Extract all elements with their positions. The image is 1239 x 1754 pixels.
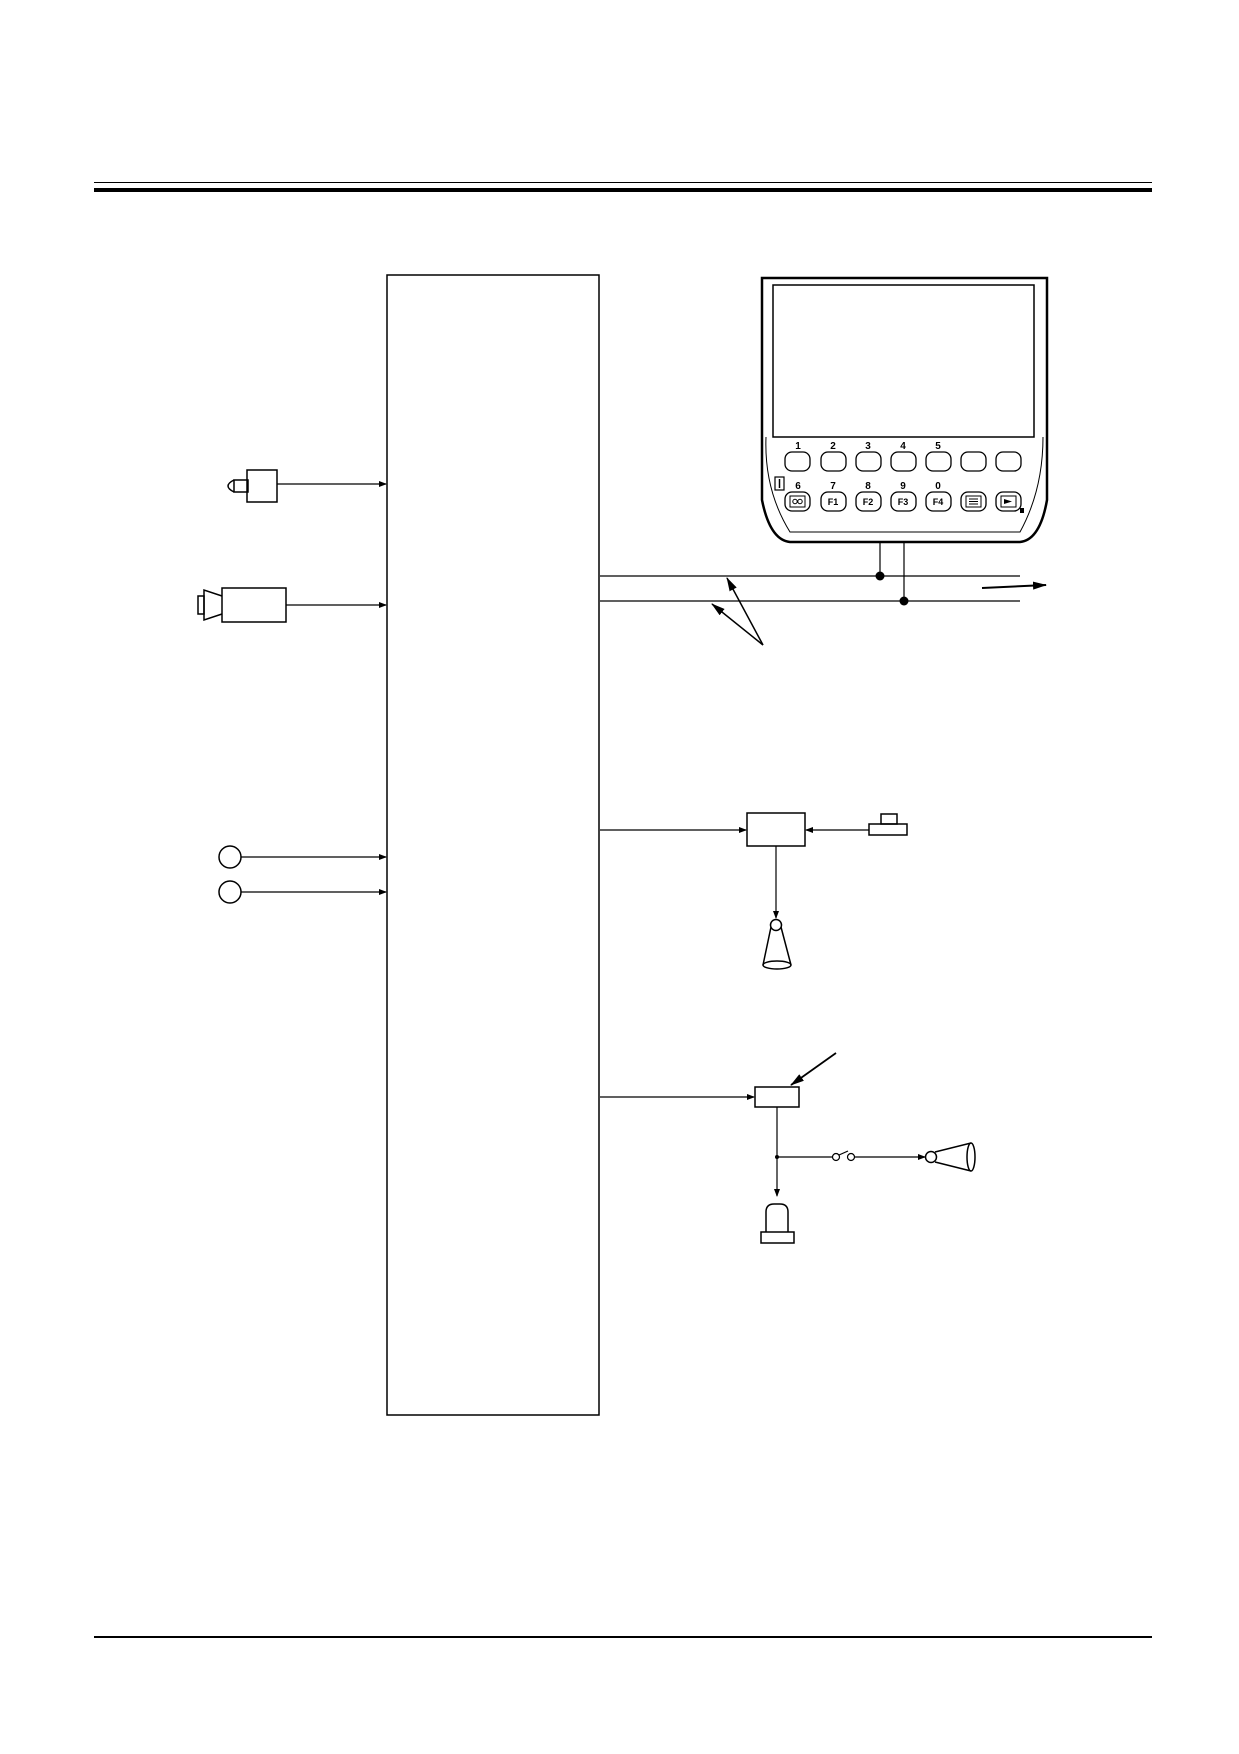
key-label: F1 <box>828 497 839 507</box>
key-number: 2 <box>830 441 836 452</box>
footer-rule <box>94 1636 1152 1638</box>
list-icon <box>965 495 982 508</box>
controller-block <box>386 274 600 1416</box>
monitor-key[interactable] <box>890 451 917 472</box>
monitor-key[interactable] <box>784 451 811 472</box>
screen-mode-icon <box>1000 495 1017 508</box>
key-number: 0 <box>935 481 941 492</box>
up-arrow-icon <box>774 476 785 491</box>
key-label: F4 <box>933 497 944 507</box>
key-number: 8 <box>865 481 871 492</box>
monitor-key[interactable] <box>960 451 987 472</box>
key-label: F3 <box>898 497 909 507</box>
leader-line <box>711 603 764 646</box>
key-number: 7 <box>830 481 836 492</box>
monitor-key-f2[interactable] <box>855 491 882 512</box>
buzzer-icon <box>760 1203 795 1244</box>
key-number: 5 <box>935 441 941 452</box>
monitor-screen <box>772 284 1035 438</box>
header-rule-thin <box>94 182 1152 183</box>
camera-icon <box>197 587 287 623</box>
small-indicator-icon <box>1020 508 1024 513</box>
switch-blade <box>838 1150 849 1156</box>
switch-contact <box>846 1152 856 1162</box>
monitor-key-f4[interactable] <box>925 491 952 512</box>
switch-contact <box>831 1152 841 1162</box>
header-rule-thick <box>94 188 1152 192</box>
monitor-key-f3[interactable] <box>890 491 917 512</box>
monitor-key-cassette[interactable] <box>784 491 811 512</box>
switch-sensor-icon <box>227 469 278 503</box>
round-sensor-icon <box>218 880 242 904</box>
monitor-key-screen-mode[interactable] <box>995 491 1022 512</box>
bus-continuation-arrow <box>981 581 1047 590</box>
horn-lamp-icon <box>762 918 792 970</box>
leader-line <box>726 577 764 646</box>
monitor-key[interactable] <box>855 451 882 472</box>
horn-icon <box>924 1142 976 1172</box>
key-number: 6 <box>795 481 801 492</box>
key-number: 3 <box>865 441 871 452</box>
monitor-key-f1[interactable] <box>820 491 847 512</box>
lower-relay-box <box>754 1086 800 1108</box>
monitor-key-list[interactable] <box>960 491 987 512</box>
leader-line <box>790 1052 837 1086</box>
monitor-panel: 1 2 3 4 5 6 <box>760 276 1049 544</box>
key-number: 9 <box>900 481 906 492</box>
junction-dot <box>899 596 909 606</box>
monitor-key[interactable] <box>925 451 952 472</box>
key-number: 4 <box>900 441 906 452</box>
junction-dot <box>875 571 885 581</box>
key-label: F2 <box>863 497 874 507</box>
monitor-key[interactable] <box>820 451 847 472</box>
push-switch-icon <box>868 813 908 836</box>
relay-box <box>746 812 806 847</box>
monitor-key[interactable] <box>995 451 1022 472</box>
round-sensor-icon <box>218 845 242 869</box>
key-number: 1 <box>795 441 801 452</box>
